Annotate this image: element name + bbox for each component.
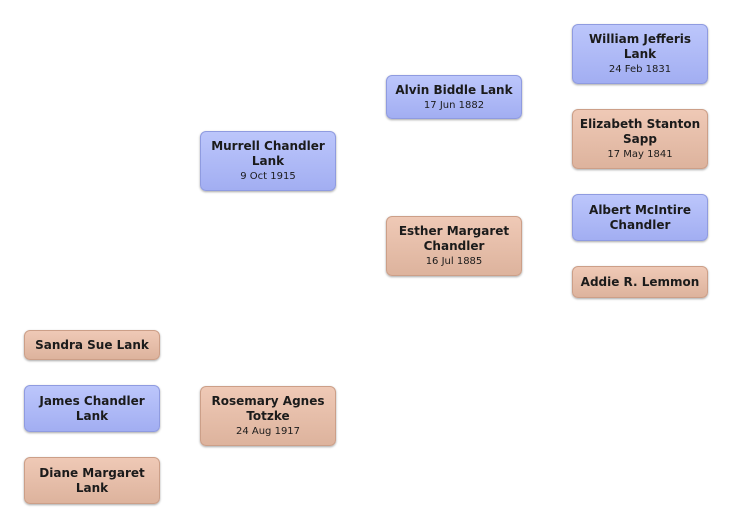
- person-card-william-jefferis-lank[interactable]: William Jefferis Lank 24 Feb 1831: [572, 24, 708, 84]
- person-name: Addie R. Lemmon: [580, 274, 700, 289]
- person-birth-date: 24 Aug 1917: [235, 426, 301, 437]
- person-card-alvin-biddle-lank[interactable]: Alvin Biddle Lank 17 Jun 1882: [386, 75, 522, 119]
- person-birth-date: 16 Jul 1885: [425, 256, 483, 267]
- person-card-rosemary-agnes-totzke[interactable]: Rosemary Agnes Totzke 24 Aug 1917: [200, 386, 336, 446]
- person-name: James Chandler Lank: [39, 393, 145, 423]
- person-card-addie-r-lemmon[interactable]: Addie R. Lemmon: [572, 266, 708, 298]
- person-name: Murrell Chandler Lank: [211, 139, 325, 168]
- person-birth-date: 17 Jun 1882: [423, 99, 485, 111]
- person-card-murrell-chandler-lank[interactable]: Murrell Chandler Lank 9 Oct 1915: [200, 131, 336, 191]
- person-birth-date: 17 May 1841: [607, 149, 673, 160]
- person-name: William Jefferis Lank: [588, 32, 692, 61]
- person-card-elizabeth-stanton-sapp[interactable]: Elizabeth Stanton Sapp 17 May 1841: [572, 109, 708, 169]
- person-card-esther-margaret-chandler[interactable]: Esther Margaret Chandler 16 Jul 1885: [386, 216, 522, 276]
- person-card-james-chandler-lank[interactable]: James Chandler Lank: [24, 385, 160, 432]
- person-birth-date: 9 Oct 1915: [240, 171, 296, 182]
- person-birth-date: 24 Feb 1831: [608, 64, 672, 75]
- person-name: Sandra Sue Lank: [35, 337, 149, 352]
- person-name: Rosemary Agnes Totzke: [211, 394, 325, 423]
- person-card-diane-margaret-lank[interactable]: Diane Margaret Lank: [24, 457, 160, 504]
- person-name: Alvin Biddle Lank: [395, 82, 513, 97]
- person-card-albert-mcintire-chandler[interactable]: Albert McIntire Chandler: [572, 194, 708, 241]
- person-name: Elizabeth Stanton Sapp: [579, 117, 701, 146]
- person-card-sandra-sue-lank[interactable]: Sandra Sue Lank: [24, 330, 160, 360]
- person-name: Esther Margaret Chandler: [398, 224, 510, 253]
- person-name: Diane Margaret Lank: [39, 465, 145, 495]
- person-name: Albert McIntire Chandler: [589, 202, 691, 232]
